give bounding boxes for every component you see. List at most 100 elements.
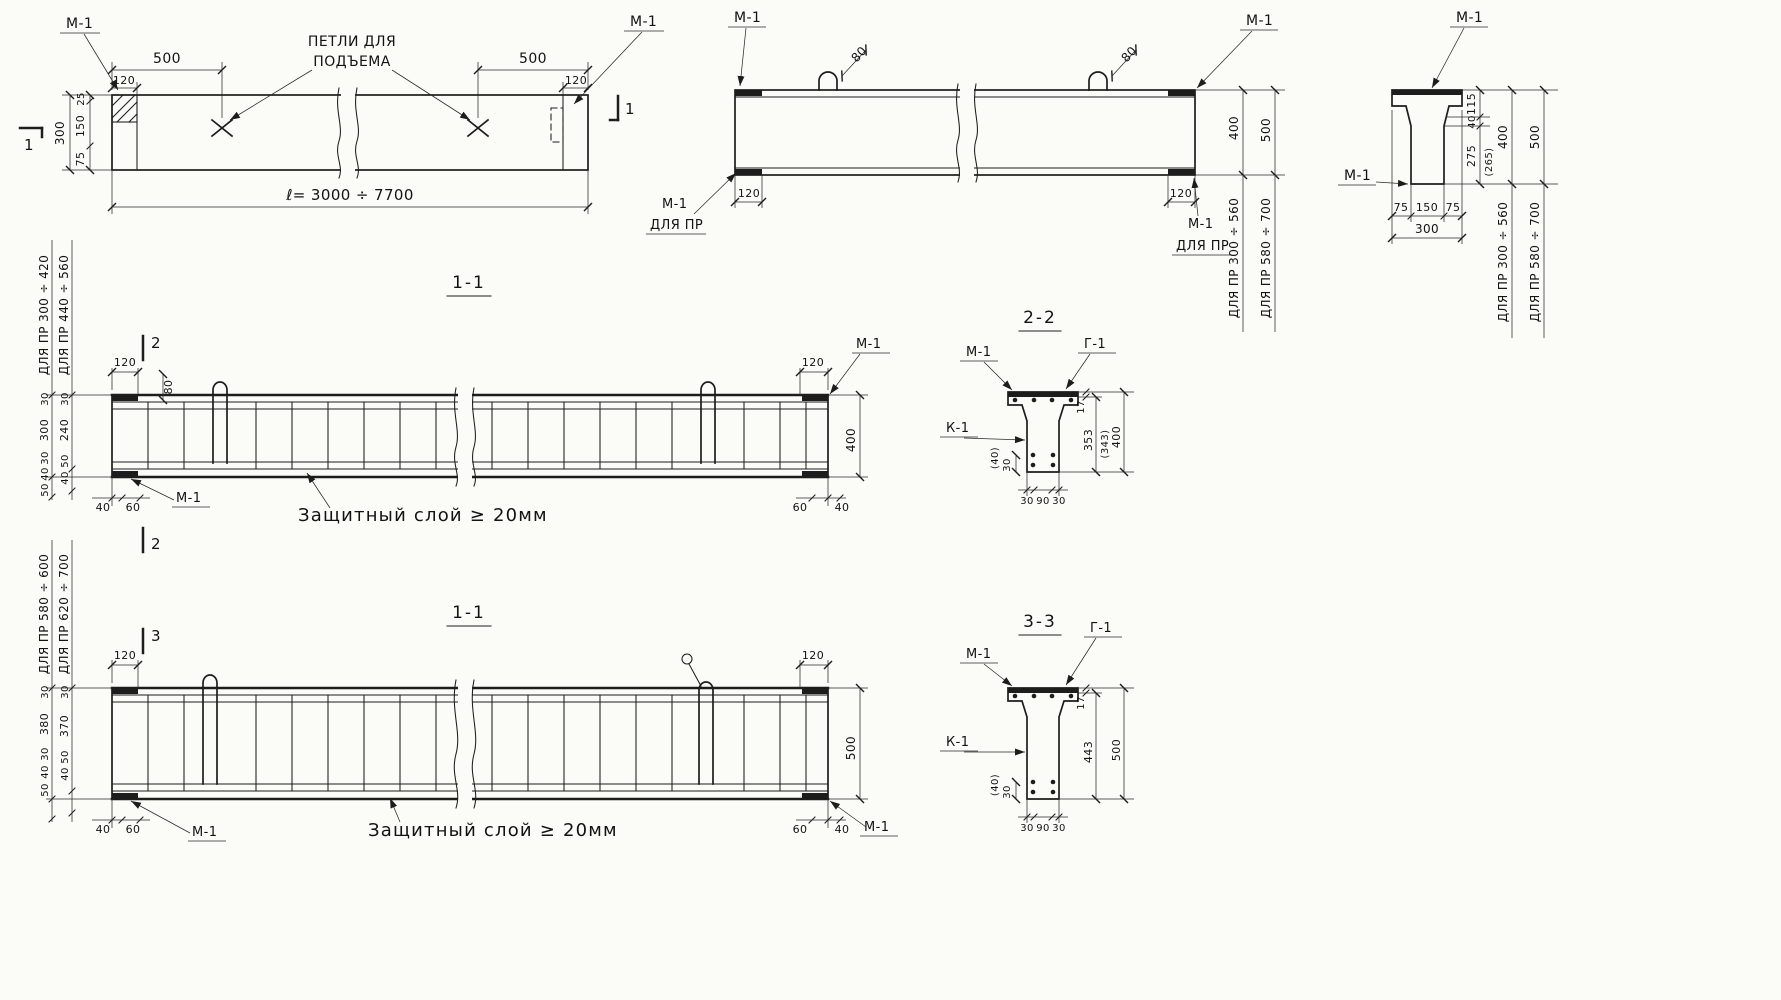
dim: 50 bbox=[40, 783, 51, 797]
dim-25: 25 bbox=[76, 92, 87, 106]
break-line bbox=[337, 87, 341, 179]
leader-line bbox=[1431, 27, 1465, 89]
dim: 30 bbox=[60, 685, 71, 699]
dim-500: 500 bbox=[1259, 118, 1273, 142]
cut-number-1-left: 1 bbox=[24, 136, 34, 154]
range-400: ДЛЯ ПР 300 ÷ 560 bbox=[1227, 198, 1241, 319]
range-500: ДЛЯ ПР 580 ÷ 700 bbox=[1259, 198, 1273, 319]
dim-150: 150 bbox=[74, 115, 87, 137]
k1-label: К-1 bbox=[946, 421, 969, 436]
cut-number-2-bottom: 2 bbox=[151, 535, 161, 553]
dim: 60 bbox=[793, 823, 808, 836]
dim: 60 bbox=[126, 823, 141, 836]
leader-line bbox=[573, 31, 643, 105]
m1-bottom-left: М-1 bbox=[176, 491, 201, 506]
end-cross-section: М-1 М-1 75 150 75 300 115 40 bbox=[1338, 10, 1558, 338]
loop-hook-line bbox=[688, 663, 702, 687]
break-line bbox=[974, 83, 978, 183]
dim-120-left: 120 bbox=[114, 649, 136, 662]
k1-label: К-1 bbox=[946, 735, 969, 750]
lifting-loop bbox=[818, 71, 838, 91]
dim-275: 275 bbox=[1465, 145, 1478, 167]
section-2-2: 2-2 М-1 Г-1 К-1 17 353 (343) 400 bbox=[940, 308, 1134, 507]
dim: 50 bbox=[60, 750, 71, 764]
m1-end-plate bbox=[735, 90, 762, 96]
elevation-view: 80 80 М-1 М-1 120 120 М-1 ДЛЯ ПР М-1 ДЛЯ… bbox=[646, 10, 1285, 332]
m1-label-right: М-1 bbox=[630, 14, 657, 30]
dim-75: 75 bbox=[74, 152, 87, 167]
dim: 40 bbox=[96, 823, 111, 836]
break-line bbox=[454, 387, 458, 487]
dim: 30 bbox=[1052, 823, 1066, 834]
m1-end-plate bbox=[1168, 90, 1195, 96]
range-inner: ДЛЯ ПР 620 ÷ 700 bbox=[57, 554, 71, 675]
section-3-3: 3-3 М-1 Г-1 К-1 17 443 500 bbox=[940, 612, 1134, 834]
dim: 30 bbox=[40, 451, 51, 465]
dim-400: 400 bbox=[1110, 426, 1123, 448]
m1-bottom-right: М-1 bbox=[1188, 217, 1213, 232]
break-line bbox=[956, 83, 960, 183]
lifting-loops-note-line1: ПЕТЛИ ДЛЯ bbox=[308, 34, 396, 50]
cover-note: Защитный слой ≥ 20мм bbox=[298, 505, 548, 526]
dim-343: (343) bbox=[1100, 430, 1111, 459]
dim-400: 400 bbox=[1227, 116, 1241, 140]
m1-bottom-left: М-1 bbox=[662, 197, 687, 212]
break-line bbox=[453, 679, 459, 809]
m1-end-plate bbox=[802, 793, 828, 799]
dim-500-left: 500 bbox=[153, 51, 181, 67]
leader-line bbox=[229, 69, 313, 121]
leader-line bbox=[130, 800, 191, 834]
m1-top-plate bbox=[1008, 392, 1078, 397]
dim-150: 150 bbox=[1416, 201, 1438, 214]
leader-line bbox=[306, 472, 331, 509]
dim: 40 bbox=[96, 501, 111, 514]
m1-label-left: М-1 bbox=[66, 16, 93, 32]
break-line bbox=[471, 679, 477, 809]
leader-line bbox=[83, 33, 119, 91]
dim-500: 500 bbox=[844, 736, 858, 760]
dim: 240 bbox=[58, 419, 71, 441]
stirrups bbox=[147, 694, 807, 792]
dim-120-left: 120 bbox=[114, 356, 136, 369]
m1-end-plate bbox=[112, 793, 138, 799]
lifting-loop bbox=[202, 674, 218, 785]
dim: 40 bbox=[40, 765, 51, 779]
dim-120-right: 120 bbox=[565, 74, 587, 87]
m1-top-right: М-1 bbox=[856, 337, 881, 352]
m1-end-plate bbox=[802, 688, 828, 694]
dim-500: 500 bbox=[1528, 125, 1542, 149]
break-line bbox=[472, 387, 476, 487]
dim-400: 400 bbox=[844, 428, 858, 452]
m1-end-plate bbox=[802, 395, 828, 401]
section-title: 2-2 bbox=[1023, 308, 1057, 328]
m1-top-plate bbox=[1392, 90, 1462, 95]
pr-bottom-left: ДЛЯ ПР bbox=[650, 218, 703, 233]
lifting-loop bbox=[1088, 71, 1108, 91]
m1-end-plate bbox=[802, 471, 828, 477]
g1-label: Г-1 bbox=[1084, 337, 1106, 352]
dim: 40 bbox=[60, 767, 71, 781]
dim: 30 bbox=[40, 685, 51, 699]
stirrups bbox=[147, 401, 807, 470]
dim-353: 353 bbox=[1082, 429, 1095, 451]
m1-left-label: М-1 bbox=[1344, 168, 1371, 184]
dim: 60 bbox=[793, 501, 808, 514]
range-inner: ДЛЯ ПР 440 ÷ 560 bbox=[57, 255, 71, 376]
dim-120-left: 120 bbox=[113, 74, 135, 87]
dim-300: 300 bbox=[53, 121, 67, 145]
lifting-loops-note-line2: ПОДЪЕМА bbox=[313, 54, 390, 70]
dim-300: 300 bbox=[1415, 222, 1439, 236]
leader-line bbox=[693, 172, 737, 215]
dim: 30 bbox=[60, 392, 71, 406]
leader-line bbox=[389, 797, 401, 823]
dim: 30 bbox=[1052, 496, 1066, 507]
beam-length-label: ℓ= 3000 ÷ 7700 bbox=[285, 186, 414, 204]
cover-note: Защитный слой ≥ 20мм bbox=[368, 820, 618, 841]
m1-top-plate bbox=[1008, 688, 1078, 693]
plan-left-extensions bbox=[62, 94, 112, 171]
dim-120-right: 120 bbox=[802, 356, 824, 369]
g1-label: Г-1 bbox=[1090, 621, 1112, 636]
m1-plate-hatched bbox=[111, 94, 138, 123]
m1-top-left: М-1 bbox=[734, 10, 761, 26]
